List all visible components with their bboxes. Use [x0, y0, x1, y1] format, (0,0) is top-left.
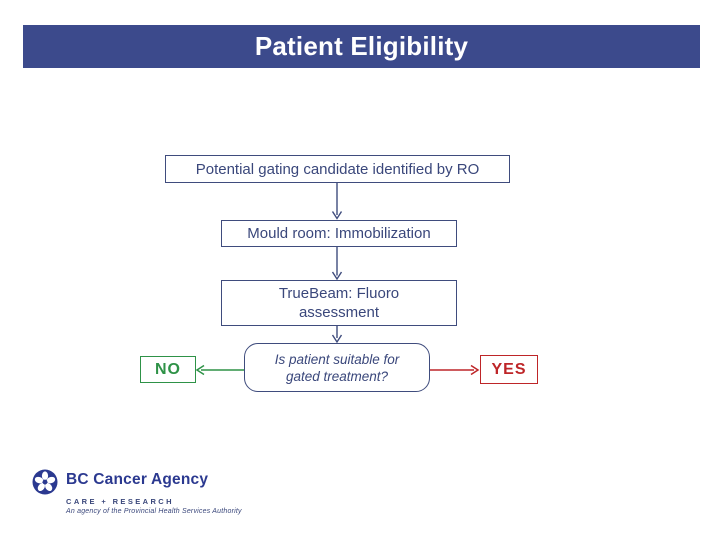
arrow-down-icon — [331, 247, 343, 281]
flow-step-label: Mould room: Immobilization — [247, 225, 431, 242]
arrow-down-icon — [331, 326, 343, 344]
no-label: NO — [155, 361, 181, 378]
flow-step-label: TrueBeam: Fluoro assessment — [278, 285, 400, 321]
flow-outcome-no: NO — [140, 356, 196, 383]
flow-decision-label: Is patient suitable for gated treatment? — [274, 351, 400, 384]
arrow-left-icon — [195, 364, 244, 376]
flow-decision-suitability: Is patient suitable for gated treatment? — [244, 343, 430, 392]
slide-title-bar: Patient Eligibility — [23, 25, 700, 68]
flow-step-candidate: Potential gating candidate identified by… — [165, 155, 510, 183]
org-tagline: An agency of the Provincial Health Servi… — [66, 508, 242, 515]
flow-step-mould-room: Mould room: Immobilization — [221, 220, 457, 247]
org-name: BC Cancer Agency — [66, 471, 209, 488]
page-title: Patient Eligibility — [254, 31, 469, 61]
bc-cancer-flower-icon — [32, 469, 58, 495]
arrow-down-icon — [331, 183, 343, 220]
flow-step-label: Potential gating candidate identified by… — [195, 160, 480, 178]
flow-outcome-yes: YES — [480, 355, 538, 384]
yes-label: YES — [491, 361, 527, 378]
arrow-right-icon — [430, 364, 480, 376]
flow-step-truebeam: TrueBeam: Fluoro assessment — [221, 280, 457, 326]
org-subtitle: CARE + RESEARCH — [66, 497, 174, 506]
